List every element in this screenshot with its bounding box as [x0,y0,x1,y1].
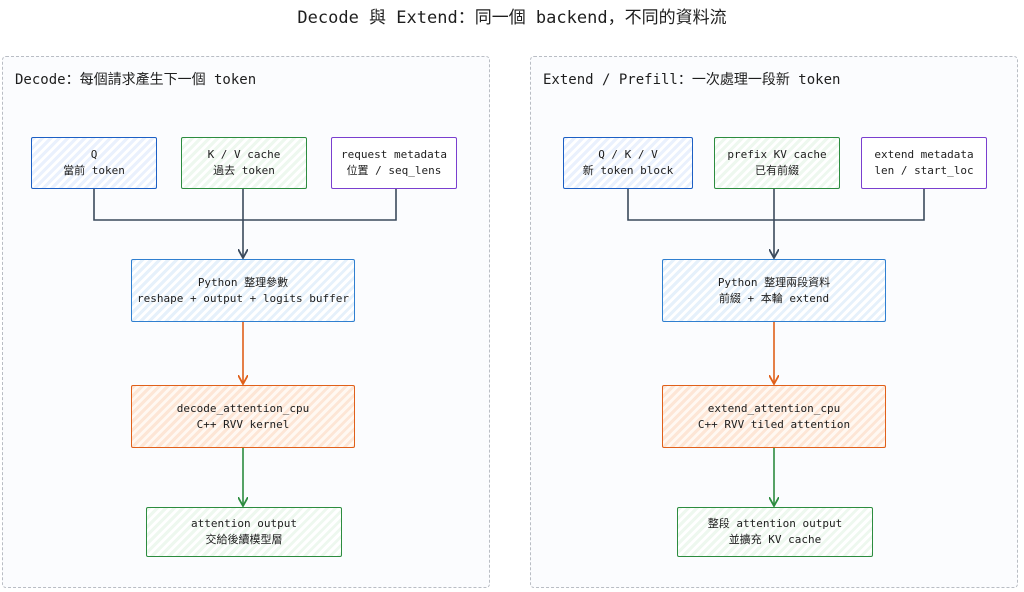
extend-metadata-label: extend metadata [874,148,974,161]
extend-panel-title: Extend / Prefill：一次處理一段新 token [543,72,841,88]
decode-prep-box: Python 整理參數 reshape + output + logits bu… [131,259,355,322]
diagram-title: Decode 與 Extend：同一個 backend，不同的資料流 [297,8,727,28]
decode-output-label: attention output [191,517,297,530]
extend-qkv-label: Q / K / V [598,148,658,161]
decode-q-desc: 當前 token [63,164,125,177]
extend-prefix-cache-desc: 已有前綴 [755,164,799,177]
decode-kernel-desc: C++ RVV kernel [196,417,290,431]
decode-output-desc: 交給後續模型層 [205,533,283,546]
decode-kernel-box: decode_attention_cpu C++ RVV kernel [131,385,355,448]
extend-prefix-cache-label: prefix KV cache [727,148,827,161]
decode-kv-cache-desc: 過去 token [213,164,275,177]
decode-kv-cache-label: K / V cache [207,148,281,161]
extend-qkv-desc: 新 token block [582,164,674,177]
extend-kernel-label: extend_attention_cpu [707,401,841,415]
extend-prep-desc: 前綴 + 本輪 extend [718,291,830,305]
extend-merge-connector [627,189,925,257]
decode-kernel-label: decode_attention_cpu [176,401,310,415]
extend-prep-label: Python 整理兩段資料 [717,275,831,289]
extend-output-box: 整段 attention output 並擴充 KV cache [677,507,873,557]
extend-output-label: 整段 attention output [707,517,843,530]
decode-prep-label: Python 整理參數 [197,275,289,289]
decode-prep-desc: reshape + output + logits buffer [137,291,349,305]
extend-metadata-box: extend metadata len / start_loc [861,137,987,189]
decode-metadata-label: request metadata [341,148,447,161]
extend-kernel-desc: C++ RVV tiled attention [697,417,851,431]
decode-metadata-box: request metadata 位置 / seq_lens [331,137,457,189]
extend-prep-box: Python 整理兩段資料 前綴 + 本輪 extend [662,259,886,322]
decode-kv-cache-box: K / V cache 過去 token [181,137,307,189]
extend-metadata-desc: len / start_loc [874,164,974,177]
decode-q-label: Q [90,148,98,161]
decode-metadata-desc: 位置 / seq_lens [346,164,442,177]
extend-kernel-box: extend_attention_cpu C++ RVV tiled atten… [662,385,886,448]
decode-merge-connector [93,189,397,257]
decode-panel-title: Decode：每個請求產生下一個 token [15,72,257,88]
decode-q-box: Q 當前 token [31,137,157,189]
extend-qkv-box: Q / K / V 新 token block [563,137,693,189]
extend-prefix-cache-box: prefix KV cache 已有前綴 [714,137,840,189]
decode-output-box: attention output 交給後續模型層 [146,507,342,557]
extend-output-desc: 並擴充 KV cache [728,533,822,546]
